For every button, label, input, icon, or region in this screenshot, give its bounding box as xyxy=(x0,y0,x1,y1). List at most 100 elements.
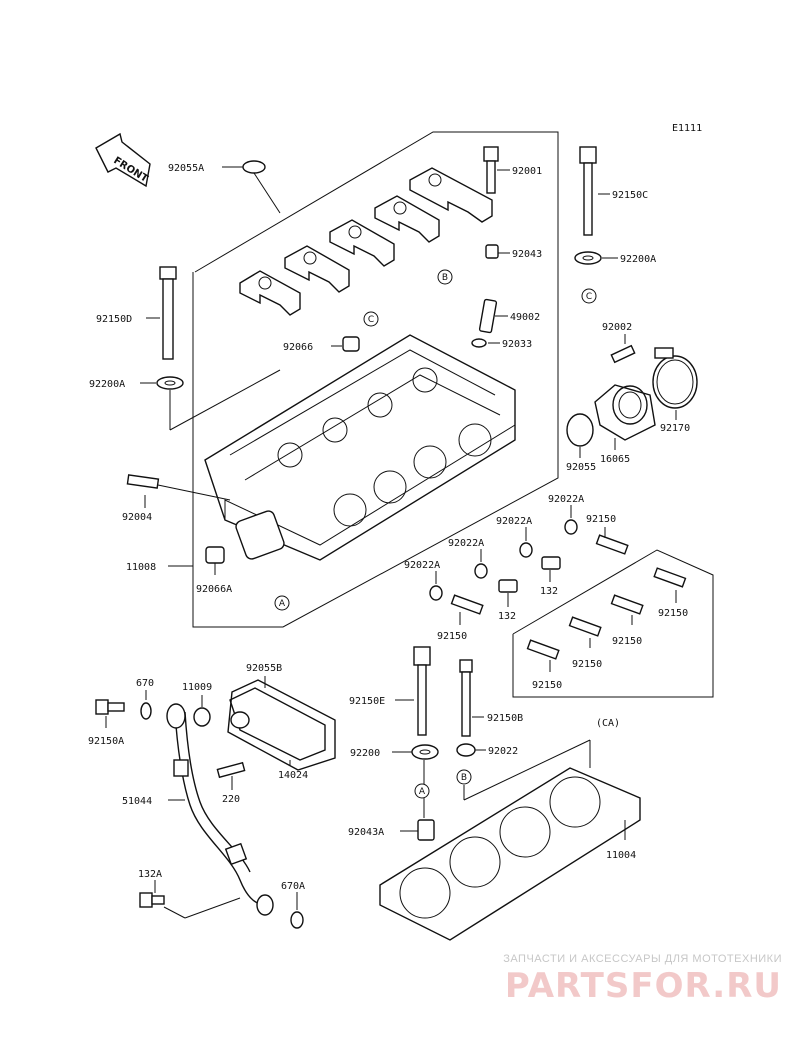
oring-670 xyxy=(140,702,152,720)
washer-92200 xyxy=(411,744,439,760)
ref-tag-a-2: A xyxy=(414,783,430,799)
label-92043A: 92043A xyxy=(348,827,384,838)
washer-92200A-right xyxy=(574,251,602,265)
bolt-92150B xyxy=(459,659,473,737)
label-16065: 16065 xyxy=(600,454,630,465)
label-92150-2: 92150 xyxy=(437,631,467,642)
label-92150-1: 92150 xyxy=(586,514,616,525)
ref-tag-a-1: A xyxy=(274,595,290,611)
bolt-220 xyxy=(216,761,246,779)
washers-92022A xyxy=(429,519,578,601)
watermark-logo: PARTSFOR.RU xyxy=(504,966,782,1006)
washer-92022 xyxy=(456,743,476,757)
oring-670A xyxy=(290,911,304,929)
ref-tag-c-2: C xyxy=(581,288,597,304)
label-132-1: 132 xyxy=(540,586,558,597)
label-92066: 92066 xyxy=(283,342,313,353)
svg-text:A: A xyxy=(279,599,286,609)
label-220: 220 xyxy=(222,794,240,805)
bolt-92001 xyxy=(483,146,499,194)
label-92170: 92170 xyxy=(660,423,690,434)
ref-tag-b-1: B xyxy=(437,269,453,285)
label-92001: 92001 xyxy=(512,166,542,177)
label-92022A-1: 92022A xyxy=(548,494,584,505)
bolt-132A xyxy=(139,892,165,908)
label-92150C: 92150C xyxy=(612,190,648,201)
label-92150-5: 92150 xyxy=(572,659,602,670)
label-92200: 92200 xyxy=(350,748,380,759)
label-92200A-left: 92200A xyxy=(89,379,125,390)
label-92150E: 92150E xyxy=(349,696,385,707)
cover-14024 xyxy=(227,679,336,771)
bolts-132 xyxy=(498,556,561,593)
clamp-92170 xyxy=(652,347,698,409)
label-92004: 92004 xyxy=(122,512,152,523)
plug-92066A xyxy=(205,546,225,564)
label-92200A-right: 92200A xyxy=(620,254,656,265)
oring-92055A xyxy=(242,160,266,174)
camshaft-caps xyxy=(239,167,493,316)
label-11008: 11008 xyxy=(126,562,156,573)
front-arrow-icon: FRONT xyxy=(95,132,151,188)
bolt-92150E xyxy=(413,646,431,736)
label-92055A: 92055A xyxy=(168,163,204,174)
label-51044: 51044 xyxy=(122,796,152,807)
label-92066A: 92066A xyxy=(196,584,232,595)
washer-92200A-left xyxy=(156,376,184,390)
leader-lines xyxy=(105,166,677,919)
label-92150-4: 92150 xyxy=(612,636,642,647)
svg-text:C: C xyxy=(368,315,374,325)
oring-92055 xyxy=(566,413,594,447)
head-gasket-11004 xyxy=(379,767,641,941)
watermark-tagline: ЗАПЧАСТИ И АКСЕССУАРЫ ДЛЯ МОТОТЕХНИКИ xyxy=(503,953,782,965)
guide-49002 xyxy=(478,298,498,334)
svg-text:C: C xyxy=(586,292,592,302)
bolt-kit-frame xyxy=(512,549,714,698)
ref-tag-b-2: B xyxy=(456,769,472,785)
cylinder-head xyxy=(204,334,516,561)
dowel-92043 xyxy=(485,244,499,259)
head-assembly-frame xyxy=(192,131,559,628)
label-CA: (CA) xyxy=(596,718,620,729)
label-11004: 11004 xyxy=(606,850,636,861)
label-92150-6: 92150 xyxy=(532,680,562,691)
label-92150A: 92150A xyxy=(88,736,124,747)
label-92022A-2: 92022A xyxy=(496,516,532,527)
label-92022A-4: 92022A xyxy=(404,560,440,571)
label-92055: 92055 xyxy=(566,462,596,473)
svg-text:A: A xyxy=(419,787,426,797)
label-92150B: 92150B xyxy=(487,713,523,724)
part-labels: 92055A 92001 92150C 92043 92200A 92150D … xyxy=(88,163,690,892)
label-11009: 11009 xyxy=(182,682,212,693)
label-14024: 14024 xyxy=(278,770,308,781)
label-132A: 132A xyxy=(138,869,162,880)
svg-text:B: B xyxy=(461,773,467,783)
label-92022: 92022 xyxy=(488,746,518,757)
screw-92002 xyxy=(610,344,636,364)
dowel-92043A xyxy=(417,819,435,841)
oil-pipe-51044 xyxy=(166,703,274,916)
stud-92004 xyxy=(126,474,160,489)
label-92022A-3: 92022A xyxy=(448,538,484,549)
label-49002: 49002 xyxy=(510,312,540,323)
intake-holder-16065 xyxy=(594,384,656,441)
label-670A: 670A xyxy=(281,881,305,892)
diagram-code: E1111 xyxy=(672,123,702,134)
label-92002: 92002 xyxy=(602,322,632,333)
ref-tag-c-1: C xyxy=(363,311,379,327)
label-92055B: 92055B xyxy=(246,663,282,674)
bolt-92150D xyxy=(159,266,177,360)
bolts-92150 xyxy=(450,534,687,660)
label-92150-3: 92150 xyxy=(658,608,688,619)
label-92033: 92033 xyxy=(502,339,532,350)
clip-92033 xyxy=(471,338,487,348)
plug-92066 xyxy=(342,336,360,352)
bolt-92150A xyxy=(95,699,125,715)
label-670: 670 xyxy=(136,678,154,689)
label-132-2: 132 xyxy=(498,611,516,622)
label-92150D: 92150D xyxy=(96,314,132,325)
bolt-92150C xyxy=(579,146,597,236)
label-92043: 92043 xyxy=(512,249,542,260)
svg-text:B: B xyxy=(442,273,448,283)
